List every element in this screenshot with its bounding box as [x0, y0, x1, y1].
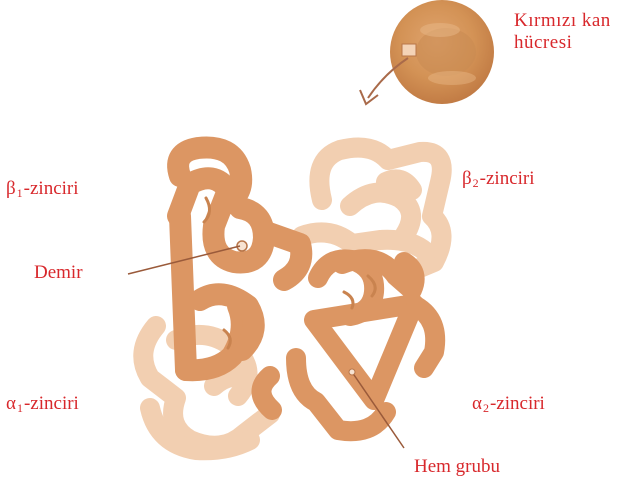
- cell-inset-box: [402, 44, 416, 56]
- label-alpha2-text: -zinciri: [490, 393, 545, 414]
- label-iron: Demir: [34, 262, 83, 284]
- label-beta2-subscript: 2: [473, 176, 479, 190]
- label-beta1-chain: β1-zinciri: [6, 178, 79, 204]
- label-alpha2-subscript: 2: [483, 401, 489, 415]
- label-alpha2-symbol: α: [472, 393, 482, 414]
- label-beta2-symbol: β: [462, 168, 472, 189]
- label-beta2-chain: β2-zinciri: [462, 168, 535, 194]
- label-beta2-text: -zinciri: [480, 168, 535, 189]
- label-red-blood-cell: Kırmızı kan hücresi: [514, 10, 611, 54]
- label-heme-group: Hem grubu: [414, 456, 500, 478]
- label-alpha1-symbol: α: [6, 393, 16, 414]
- label-beta1-symbol: β: [6, 178, 16, 199]
- label-beta1-subscript: 1: [17, 186, 23, 200]
- label-alpha1-subscript: 1: [17, 401, 23, 415]
- label-alpha1-text: -zinciri: [24, 393, 79, 414]
- label-red-blood-cell-line1: Kırmızı kan: [514, 10, 611, 32]
- red-blood-cell: [390, 0, 494, 104]
- label-beta1-text: -zinciri: [24, 178, 79, 199]
- heme-group-marker: [349, 369, 355, 375]
- label-alpha2-chain: α2-zinciri: [472, 393, 545, 419]
- label-alpha1-chain: α1-zinciri: [6, 393, 79, 419]
- label-red-blood-cell-line2: hücresi: [514, 32, 611, 54]
